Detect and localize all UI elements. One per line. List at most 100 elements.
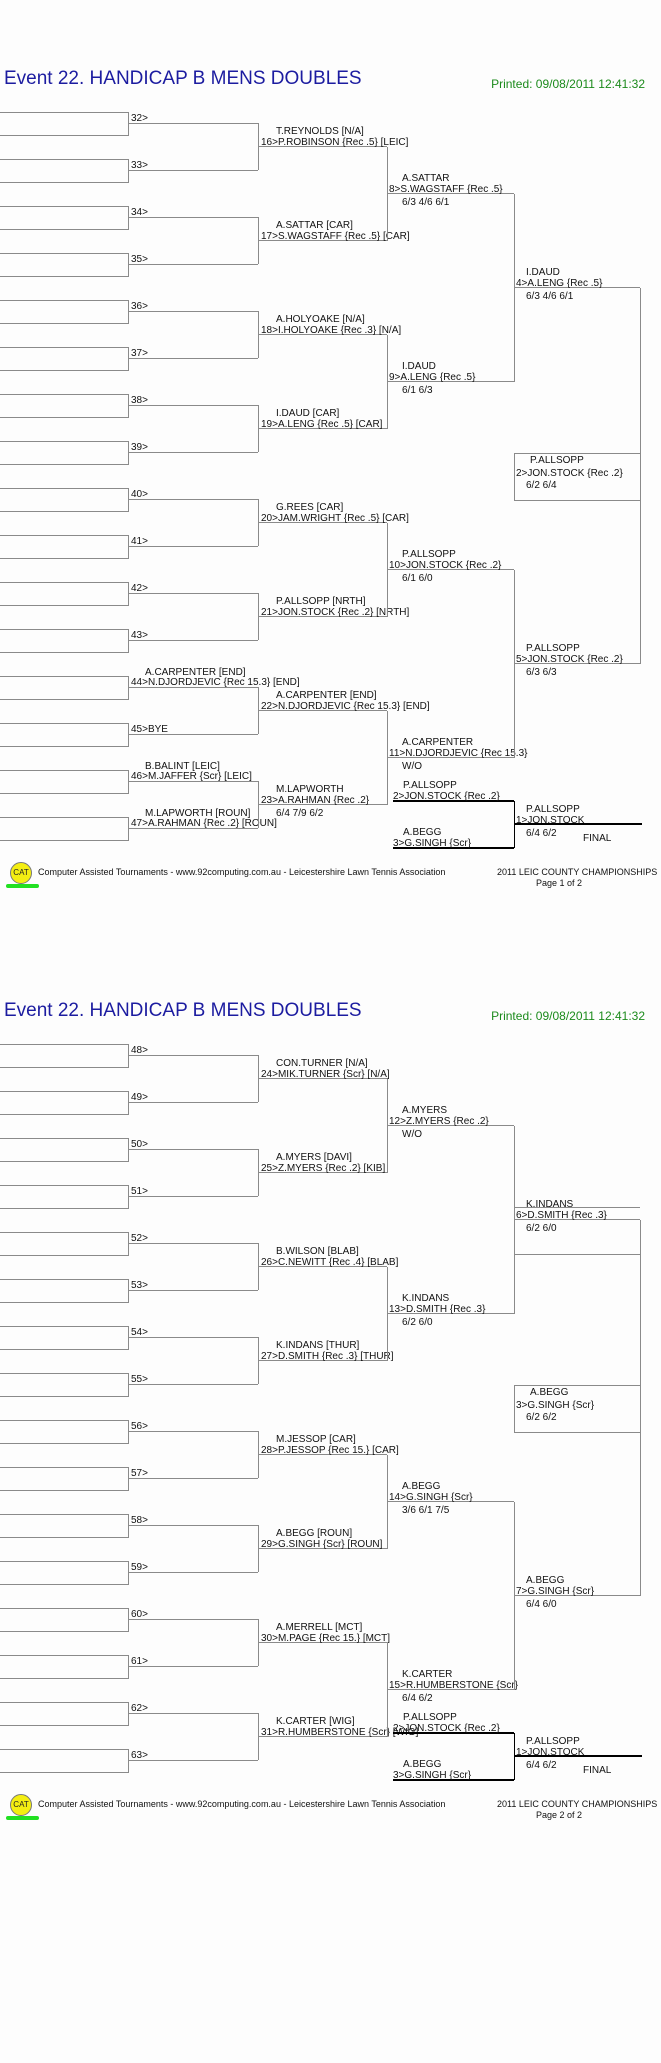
round3-match-player-1: K.CARTER <box>402 1668 453 1680</box>
quarter-match-player-2: 5>JON.STOCK {Rec .2} <box>516 653 623 665</box>
round2-match-player-1: K.INDANS [THUR] <box>276 1339 360 1351</box>
round2-line <box>258 1454 387 1455</box>
slot-label: 52> <box>131 1233 148 1244</box>
final-score: 6/4 6/2 <box>526 828 557 839</box>
round2-match-player-2: 28>P.JESSOP {Rec 15.} [CAR] <box>261 1444 399 1456</box>
slot-line <box>129 1477 258 1479</box>
slot-label: 39> <box>131 442 148 453</box>
round3-match-player-2: 14>G.SINGH {Scr} <box>389 1491 473 1503</box>
final-semi2-player-1: A.BEGG <box>403 827 442 838</box>
final-score: 6/4 6/2 <box>526 1760 557 1771</box>
round2-line <box>258 1266 387 1267</box>
final-semi1-line <box>393 800 514 802</box>
slot-line <box>129 1571 258 1573</box>
round2-match-player-2: 29>G.SINGH {Scr} [ROUN] <box>261 1538 383 1550</box>
semifinal-player-1: A.BEGG <box>530 1387 569 1398</box>
slot-label: 49> <box>131 1092 148 1103</box>
slot-line <box>129 263 258 265</box>
round2-match-player-1: A.BEGG [ROUN] <box>276 1527 353 1539</box>
final-semi2-line <box>393 847 514 849</box>
quarter-match-player-1: K.INDANS <box>526 1198 574 1210</box>
round3-match-score: 6/1 6/0 <box>402 572 433 584</box>
round3-match-player-1: P.ALLSOPP <box>402 548 456 560</box>
draw-slot-box <box>0 488 129 512</box>
final-label: FINAL <box>583 1765 612 1776</box>
draw-slot-box <box>0 1326 129 1350</box>
draw-slot-box <box>0 723 129 747</box>
round3-match-player-2: 8>S.WAGSTAFF {Rec .5} <box>389 183 503 195</box>
slot-label: 37> <box>131 348 148 359</box>
final-semi1-player-1: P.ALLSOPP <box>403 780 457 791</box>
slot-line <box>129 1195 258 1197</box>
round2-match-player-2: 24>MIK.TURNER {Scr} [N/A] <box>261 1068 390 1080</box>
draw-slot-box <box>0 1514 129 1538</box>
slot-label: 41> <box>131 536 148 547</box>
round2-line <box>258 1548 387 1549</box>
round3-match-player-1: A.BEGG <box>402 1480 441 1492</box>
slot-line <box>129 1759 258 1761</box>
slot-player-1: M.LAPWORTH [ROUN] <box>145 808 251 819</box>
slot-label: 34> <box>131 207 148 218</box>
quarter-match-player-1: P.ALLSOPP <box>526 642 580 654</box>
slot-line <box>129 498 258 500</box>
round2-line <box>258 804 387 805</box>
slot-player-1: B.BALINT [LEIC] <box>145 761 220 772</box>
slot-label: 45>BYE <box>131 724 168 735</box>
draw-slot-box <box>0 1608 129 1632</box>
round2-match-player-2: 31>R.HUMBERSTONE {Scr} [WIG] <box>261 1726 419 1738</box>
cat-logo-icon: CAT <box>10 1794 32 1816</box>
round3-match-player-1: A.SATTAR <box>402 172 450 184</box>
footer-page-number: Page 2 of 2 <box>536 1810 583 1820</box>
round3-match-player-2: 15>R.HUMBERSTONE {Scr} <box>389 1679 519 1691</box>
slot-line <box>129 1289 258 1291</box>
round2-match-player-2: 16>P.ROBINSON {Rec .5} [LEIC] <box>261 136 409 148</box>
round3-match-player-2: 13>D.SMITH {Rec .3} <box>389 1303 486 1315</box>
draw-slot-box <box>0 1420 129 1444</box>
final-semi2-player-2: 3>G.SINGH {Scr} <box>393 1770 472 1781</box>
slot-line <box>129 1242 258 1244</box>
slot-line <box>129 169 258 171</box>
round3-line <box>387 757 514 758</box>
round2-match-player-1: A.MYERS [DAVI] <box>276 1151 352 1163</box>
round2-match-player-1: B.WILSON [BLAB] <box>276 1245 359 1257</box>
draw-slot-box <box>0 394 129 418</box>
footer-championship: 2011 LEIC COUNTY CHAMPIONSHIPS <box>497 867 658 877</box>
round2-match-player-1: M.LAPWORTH <box>276 783 344 795</box>
round2-match-player-1: K.CARTER [WIG] <box>276 1715 355 1727</box>
draw-slot-box <box>0 441 129 465</box>
draw-slot-box <box>0 112 129 136</box>
round3-match-player-2: 12>Z.MYERS {Rec .2} <box>389 1115 489 1127</box>
round2-line <box>258 1078 387 1079</box>
slot-label: 58> <box>131 1515 148 1526</box>
slot-line <box>129 545 258 547</box>
round3-match-player-1: A.CARPENTER <box>402 736 474 748</box>
champion-player-1: P.ALLSOPP <box>526 1736 580 1747</box>
round2-match-player-1: A.HOLYOAKE [N/A] <box>276 313 365 325</box>
round2-match-player-2: 30>M.PAGE {Rec 15.} [MCT] <box>261 1632 391 1644</box>
quarter-match-player-2: 4>A.LENG {Rec .5} <box>516 277 603 289</box>
round3-match-score: 6/4 6/2 <box>402 1692 433 1704</box>
semifinal-score: 6/2 6/2 <box>526 1412 557 1423</box>
slot-label: 60> <box>131 1609 148 1620</box>
draw-slot-box <box>0 535 129 559</box>
draw-slot-box <box>0 1091 129 1115</box>
draw-slot-box <box>0 770 129 794</box>
champion-player-1: P.ALLSOPP <box>526 804 580 815</box>
slot-label: 38> <box>131 395 148 406</box>
round2-line <box>258 710 387 711</box>
slot-line <box>129 1665 258 1667</box>
quarter-match-player-2: 7>G.SINGH {Scr} <box>516 1585 595 1597</box>
quarter-match-score: 6/3 6/3 <box>526 666 557 678</box>
final-winner-line <box>514 1755 642 1757</box>
slot-label: 62> <box>131 1703 148 1714</box>
slot-label: 33> <box>131 160 148 171</box>
semifinal-player-2: 3>G.SINGH {Scr} <box>516 1400 595 1411</box>
footer-credit: Computer Assisted Tournaments - www.92co… <box>38 1799 446 1809</box>
slot-label: 59> <box>131 1562 148 1573</box>
semifinal-box <box>514 1385 641 1433</box>
round3-match-player-1: A.MYERS <box>402 1104 448 1116</box>
slot-label: 46>M.JAFFER {Scr} [LEIC] <box>131 771 252 782</box>
cat-logo-icon: CAT <box>10 862 32 884</box>
slot-label: 48> <box>131 1045 148 1056</box>
